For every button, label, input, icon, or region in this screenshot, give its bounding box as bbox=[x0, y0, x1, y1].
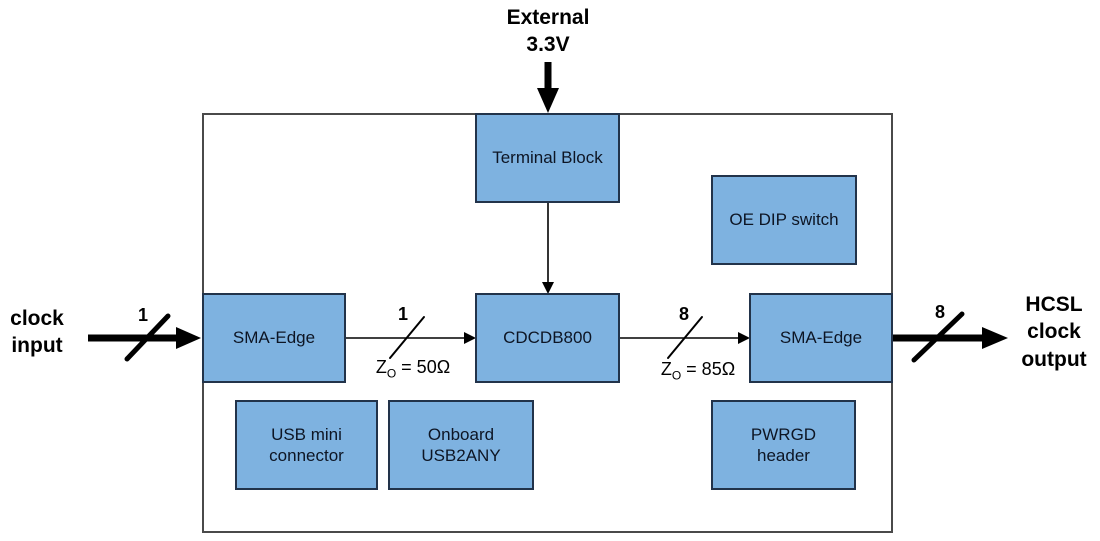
clock-input-label: clock input bbox=[10, 307, 64, 358]
block-pwrgd-header: PWRGD header bbox=[711, 400, 856, 490]
hcsl-clock-output-label: HCSL clock output bbox=[1021, 293, 1087, 371]
block-sma-edge-input: SMA-Edge bbox=[202, 293, 346, 383]
block-sma-edge-output: SMA-Edge bbox=[749, 293, 893, 383]
impedance-label-50ohm: ZO = 50Ω bbox=[348, 357, 478, 381]
terminal-to-cdcdb800-arrow bbox=[542, 203, 554, 294]
impedance-value: = 85Ω bbox=[681, 359, 736, 379]
clock-output-arrow bbox=[893, 311, 1008, 363]
external-supply-label: External 3.3V bbox=[506, 6, 590, 57]
impedance-base: Z bbox=[660, 359, 672, 379]
sma-in-to-cdcdb800-arrow bbox=[346, 316, 476, 359]
impedance-label-85ohm: ZO = 85Ω bbox=[633, 359, 763, 383]
external-supply-arrow bbox=[537, 62, 559, 113]
block-usb-mini-connector: USB mini connector bbox=[235, 400, 378, 490]
bus-width-output: 8 bbox=[934, 302, 945, 322]
block-oe-dip-switch: OE DIP switch bbox=[711, 175, 857, 265]
bus-width-to-cdcdb800: 1 bbox=[397, 304, 408, 324]
cdcdb800-to-sma-out-arrow bbox=[620, 316, 750, 359]
block-cdcdb800: CDCDB800 bbox=[475, 293, 620, 383]
impedance-value: = 50Ω bbox=[396, 357, 451, 377]
block-terminal-block: Terminal Block bbox=[475, 113, 620, 203]
block-onboard-usb2any: Onboard USB2ANY bbox=[388, 400, 534, 490]
bus-width-to-sma-out: 8 bbox=[678, 304, 689, 324]
bus-width-input: 1 bbox=[137, 305, 148, 325]
impedance-subscript: O bbox=[671, 368, 682, 383]
clock-input-arrow bbox=[88, 313, 201, 362]
impedance-subscript: O bbox=[386, 366, 397, 381]
impedance-base: Z bbox=[375, 357, 387, 377]
